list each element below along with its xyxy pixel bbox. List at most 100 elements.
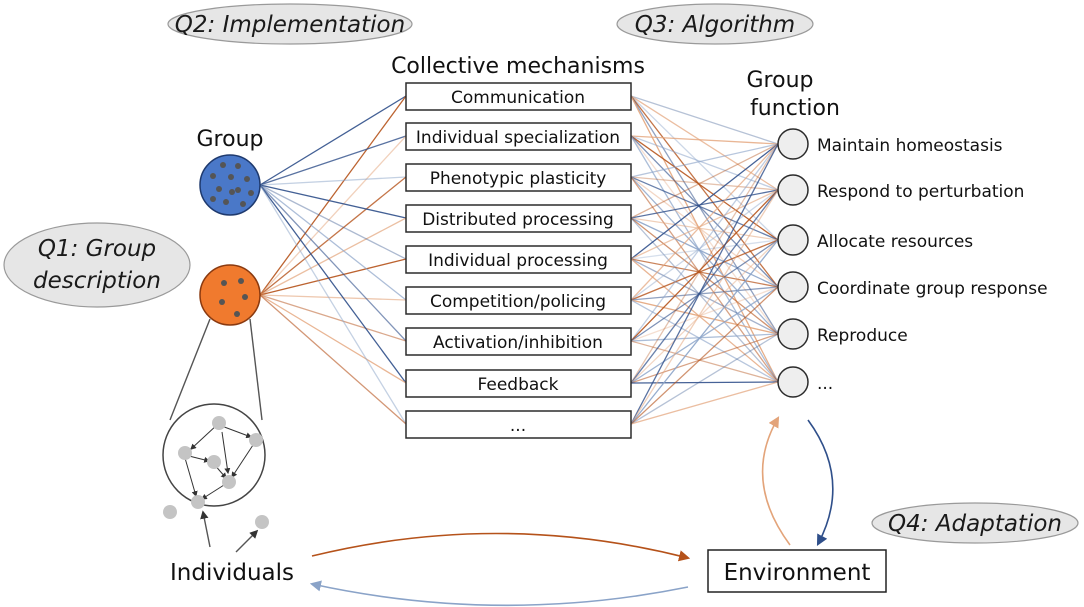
- mechanism-box: Individual processing: [405, 245, 632, 274]
- mechanism-edge: [630, 189, 779, 260]
- function-label: Maintain homeostasis: [817, 136, 1003, 156]
- mechanism-edge: [630, 143, 779, 178]
- mechanism-label: Distributed processing: [422, 210, 614, 230]
- function-list: Maintain homeostasis Respond to perturba…: [777, 128, 1048, 398]
- group-orange-node: [199, 264, 261, 326]
- mechanisms-heading: Collective mechanisms: [391, 54, 645, 79]
- mechanism-edge: [630, 135, 779, 145]
- group-edge: [259, 184, 407, 342]
- q2-bubble: Q2: Implementation: [167, 3, 413, 45]
- mechanism-label: Communication: [451, 88, 585, 108]
- group-edge: [259, 184, 407, 260]
- function-node: [777, 128, 809, 160]
- mechanism-edge: [630, 340, 779, 383]
- q4-label: Q4: Adaptation: [888, 511, 1062, 537]
- q3-bubble: Q3: Algorithm: [616, 3, 814, 45]
- group-blue-individuals: [210, 162, 254, 207]
- function-label: Respond to perturbation: [817, 182, 1024, 202]
- mechanism-edge: [630, 381, 779, 425]
- function-item: ...: [777, 366, 833, 398]
- mechanism-edge: [630, 189, 779, 384]
- mechanism-edge: [630, 258, 779, 288]
- function-item: Respond to perturbation: [777, 174, 1024, 206]
- individual-nodes: [163, 416, 269, 529]
- mechanism-edge: [630, 95, 779, 383]
- mechanism-box: Competition/policing: [405, 286, 632, 315]
- mechanism-edge: [630, 95, 779, 191]
- group-orange-individuals: [219, 278, 248, 317]
- mechanism-edge: [630, 143, 779, 425]
- group-edge: [259, 135, 407, 186]
- mechanism-edge: [630, 95, 779, 335]
- mechanism-edge: [630, 333, 779, 425]
- mechanism-edge: [630, 143, 779, 260]
- individual-network-zoom: [162, 318, 269, 553]
- function-heading-line1: Group: [747, 68, 814, 93]
- q1-bubble: Q1: Group description: [3, 222, 191, 308]
- function-label: Reproduce: [817, 326, 908, 346]
- function-label: ...: [817, 374, 833, 394]
- group-blue-node: [199, 154, 261, 216]
- mechanism-edge: [630, 176, 779, 383]
- q1-label-line2: description: [33, 268, 161, 294]
- mechanism-label: Feedback: [478, 375, 559, 395]
- mechanism-edge: [630, 143, 779, 301]
- mechanism-edge: [630, 239, 779, 260]
- mechanism-edge: [630, 176, 779, 335]
- mechanism-to-function-edges: [630, 95, 779, 425]
- group-edge: [259, 294, 407, 301]
- mechanism-edge: [630, 286, 779, 384]
- group-edge: [259, 176, 407, 296]
- individuals-label: Individuals: [170, 560, 294, 586]
- mechanism-box: ...: [405, 410, 632, 439]
- mechanism-label: Competition/policing: [430, 292, 606, 312]
- mechanism-box: Feedback: [405, 369, 632, 398]
- mechanism-edge: [630, 299, 779, 383]
- function-node: [777, 318, 809, 350]
- function-node: [777, 366, 809, 398]
- group-edge: [259, 184, 407, 219]
- mechanism-edge: [630, 239, 779, 425]
- mechanism-edge: [630, 286, 779, 342]
- mechanism-edge: [630, 135, 779, 335]
- mechanism-edge: [630, 217, 779, 241]
- mechanism-edge: [630, 176, 779, 288]
- q3-label: Q3: Algorithm: [635, 12, 795, 38]
- mechanism-edge: [630, 286, 779, 425]
- individuals-to-environment-arrow: [311, 532, 691, 562]
- mechanism-edge: [630, 258, 779, 383]
- mechanism-edge: [630, 217, 779, 288]
- function-node: [777, 174, 809, 206]
- mechanism-edge: [630, 95, 779, 145]
- group-edge: [259, 184, 407, 384]
- mechanism-edge: [630, 239, 779, 342]
- mechanism-label: ...: [510, 416, 526, 436]
- mechanism-edge: [630, 333, 779, 342]
- mechanism-box: Phenotypic plasticity: [405, 163, 632, 192]
- mechanism-edge: [630, 143, 779, 219]
- group-to-mechanism-edges: [259, 95, 407, 425]
- mechanism-label: Phenotypic plasticity: [430, 169, 607, 189]
- mechanism-edge: [630, 189, 779, 219]
- mechanism-edge: [630, 258, 779, 335]
- mechanism-edge: [630, 135, 779, 191]
- mechanism-edge: [630, 239, 779, 384]
- q4-bubble: Q4: Adaptation: [871, 502, 1079, 544]
- group-edge: [259, 184, 407, 301]
- function-to-environment-arrow: [807, 419, 834, 546]
- group-edge: [259, 294, 407, 384]
- environment-to-function-arrow: [761, 416, 791, 546]
- function-item: Maintain homeostasis: [777, 128, 1003, 160]
- group-heading: Group: [197, 127, 264, 152]
- group-edge: [259, 184, 407, 425]
- mechanism-label: Individual processing: [428, 251, 608, 271]
- mechanism-edge: [630, 381, 779, 384]
- mechanism-box: Communication: [405, 82, 632, 111]
- group-edge: [259, 135, 407, 296]
- mechanism-edge: [630, 135, 779, 288]
- mechanism-edge: [630, 135, 779, 383]
- environment-to-individuals-arrow: [309, 580, 689, 607]
- function-label: Coordinate group response: [817, 279, 1048, 299]
- mechanism-edge: [630, 217, 779, 383]
